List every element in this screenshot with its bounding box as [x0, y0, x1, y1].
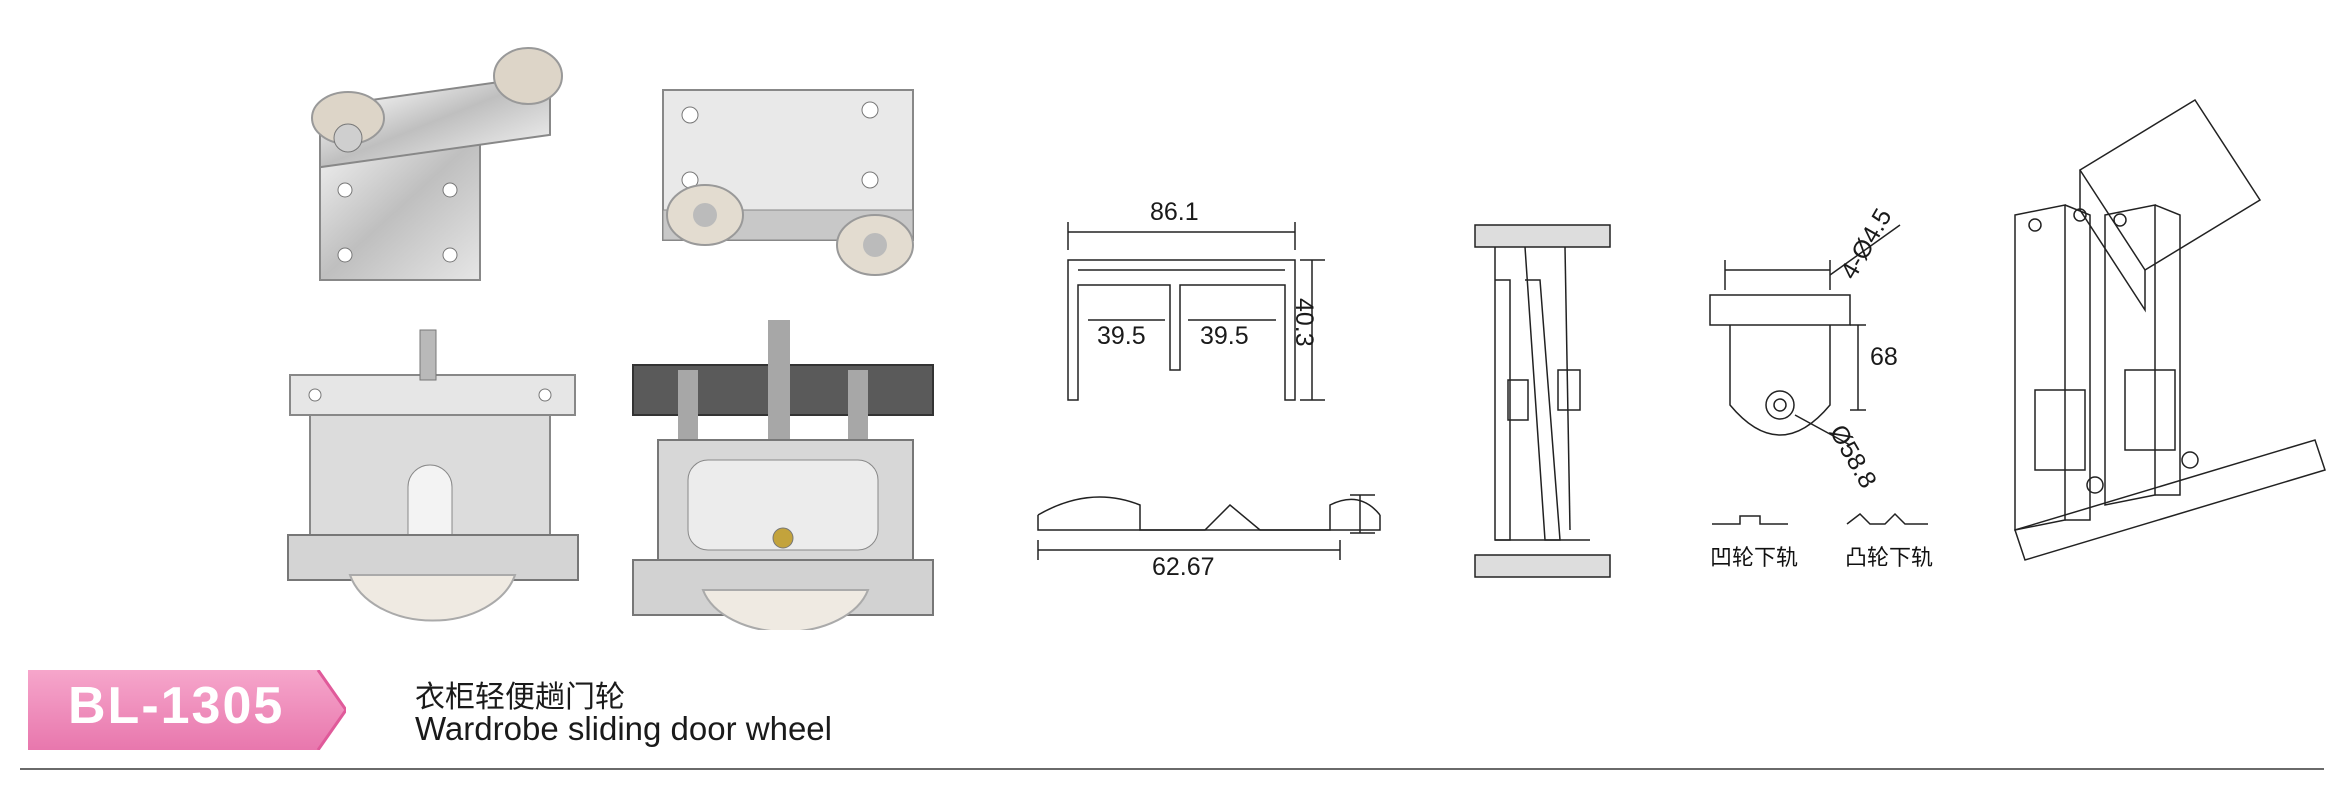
door-section-drawing — [1470, 220, 1615, 585]
top-track-profile-drawing — [1030, 190, 1350, 420]
convex-track-label: 凸轮下轨 — [1845, 546, 1934, 571]
dim-top-track-width: 86.1 — [1150, 198, 1199, 226]
dim-top-track-right-channel: 39.5 — [1200, 322, 1249, 350]
concave-track-label: 凹轮下轨 — [1710, 546, 1799, 571]
assembly-perspective-drawing — [1995, 90, 2335, 580]
wheel-dimension-drawing — [1700, 215, 1930, 475]
bottom-track-profile-drawing — [1030, 475, 1410, 585]
concave-track-icon — [1710, 510, 1790, 530]
product-photo-bottom-wheel-b — [628, 310, 943, 630]
dim-top-track-left-channel: 39.5 — [1097, 322, 1146, 350]
product-name-en: Wardrobe sliding door wheel — [415, 710, 832, 747]
product-name-cn: 衣柜轻便趟门轮 — [415, 680, 625, 715]
product-code: BL-1305 — [68, 677, 285, 735]
product-photo-top-bracket-b — [655, 85, 925, 285]
dim-wheel-height: 68 — [1870, 343, 1898, 371]
bottom-divider — [20, 768, 2324, 770]
product-photo-top-bracket-a — [300, 40, 570, 290]
dim-bottom-track-width: 62.67 — [1152, 553, 1215, 581]
product-photo-bottom-wheel-a — [280, 325, 585, 635]
dim-top-track-height: 40.3 — [1290, 298, 1318, 347]
convex-track-icon — [1845, 510, 1930, 530]
product-code-badge: BL-1305 — [28, 670, 346, 750]
